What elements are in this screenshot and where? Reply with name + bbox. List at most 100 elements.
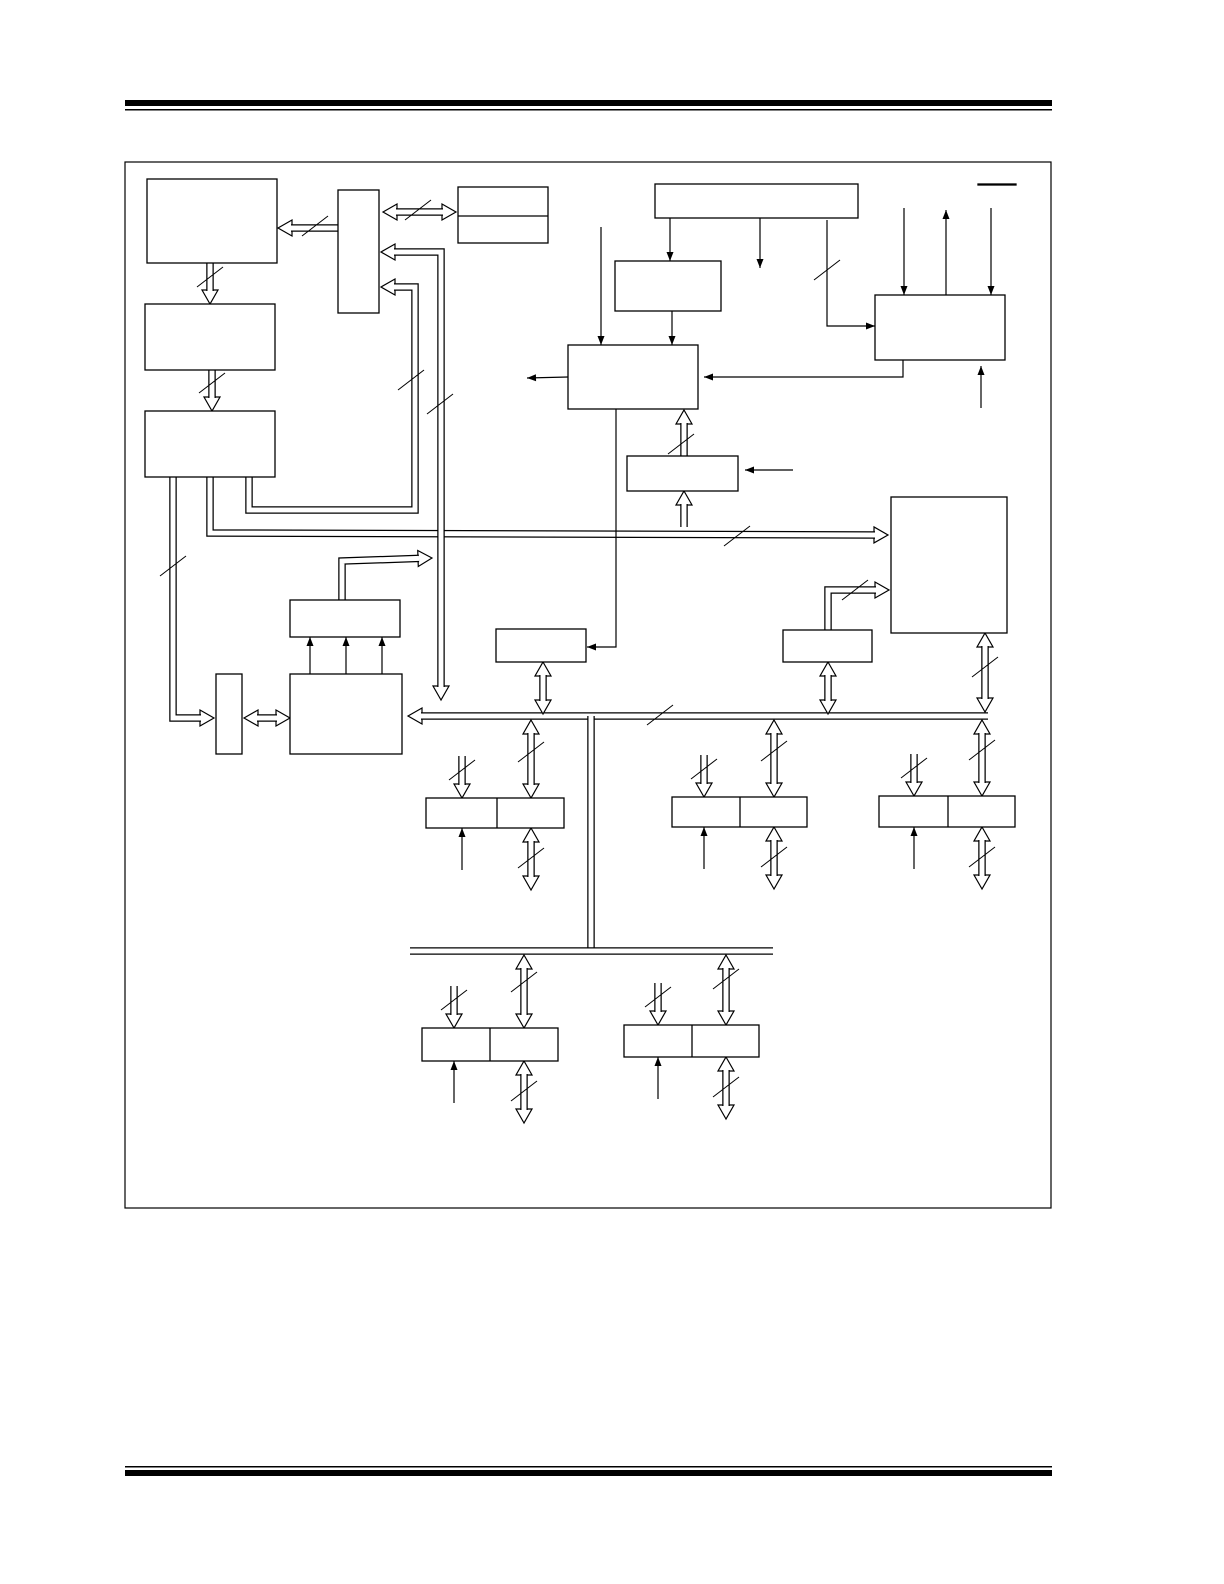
port-2-clock-signal-arrowhead: [700, 827, 708, 836]
bus-width-slash: [900, 757, 928, 779]
bus-width-slash: [841, 579, 869, 601]
bus-width-slash: [968, 846, 996, 868]
port-1-pin-bus-arrowhead: [521, 875, 541, 892]
bus-interface-b-to-peripheral: [824, 586, 876, 630]
reset-block: [626, 455, 739, 492]
bus-width-slash: [971, 656, 999, 678]
port-5-pin-bus-arrowhead: [716, 1055, 736, 1072]
bus-width-slash: [426, 393, 454, 415]
bus-decode-to-peripheral: [206, 477, 876, 539]
signal-alu-to-status-1-arrowhead: [342, 637, 350, 646]
mux-block: [337, 189, 380, 314]
bus-width-slash: [667, 433, 695, 455]
bus-decode-to-mux-arrowhead: [379, 277, 396, 297]
signal-control-out-arrowhead: [527, 374, 537, 382]
port-5-data-bus-arrowhead: [716, 953, 736, 970]
bus-decode-to-mux-inner: [246, 284, 418, 513]
port-3-data-bus-arrowhead: [972, 718, 992, 735]
bus-width-slash: [760, 740, 788, 762]
oscillator-block: [874, 294, 1006, 361]
main-data-bus-arrowhead: [406, 706, 423, 726]
bus-operand-alu-arrowhead: [275, 708, 292, 728]
bus-width-slash: [712, 1076, 740, 1098]
signal-config-to-osc: [826, 220, 875, 327]
signal-osc-in-3-arrowhead: [977, 366, 985, 375]
port-4-data-bus-arrowhead: [514, 953, 534, 970]
bus-decode-to-operand-mux: [169, 477, 201, 722]
bus-layer: [169, 202, 995, 1125]
header-thick-rule: [125, 100, 1052, 106]
bus-status-inner: [339, 555, 420, 600]
latch-block: [144, 303, 276, 371]
signal-control-to-interface: [587, 409, 617, 648]
port-5-clock-signal-arrowhead: [654, 1057, 662, 1066]
port-5-control-bus-arrowhead: [648, 1010, 668, 1027]
bus-width-slash: [712, 968, 740, 990]
bus-mux-register-arrowhead: [381, 202, 398, 222]
port-3-control-bus-arrowhead: [904, 781, 924, 798]
bus-data-to-mux-inner: [394, 249, 444, 540]
signal-into-control-arrowhead: [597, 336, 605, 345]
bus-width-slash: [644, 986, 672, 1008]
bus-interface-a-arrowhead: [533, 660, 553, 677]
signal-osc-in-1-arrowhead: [900, 286, 908, 295]
status-block: [289, 599, 401, 638]
port-3-pin-bus-arrowhead: [972, 874, 992, 891]
port-3-clock-signal-arrowhead: [910, 827, 918, 836]
signal-alu-to-status-0-arrowhead: [306, 637, 314, 646]
bus-peripheral-arrowhead: [975, 697, 995, 714]
bus-mux-register-arrowhead: [441, 202, 458, 222]
port-5-pin-bus-arrowhead: [716, 1104, 736, 1121]
port-1-pin-bus-arrowhead: [521, 826, 541, 843]
port-1-data-bus-arrowhead: [521, 783, 541, 800]
bus-data-to-mux-arrowhead: [379, 242, 396, 262]
port-3-block: [878, 795, 1016, 828]
bus-decode-to-peripheral-inner: [207, 477, 876, 538]
bus-width-marks: [159, 199, 999, 1102]
bus-width-slash: [397, 369, 425, 391]
bus-decode-to-operand-mux-inner: [170, 477, 201, 721]
signal-osc-in-2-arrowhead: [987, 286, 995, 295]
bus-peripheral-arrowhead: [975, 631, 995, 648]
bus-decode-to-peripheral-arrowhead: [873, 525, 890, 544]
bus-status: [338, 554, 420, 600]
peripheral-block: [890, 496, 1008, 634]
port-2-data-bus-arrowhead: [764, 718, 784, 735]
bus-memory-to-latch-arrowhead: [200, 289, 220, 306]
signal-osc-to-control: [704, 360, 904, 378]
bus-width-slash: [723, 525, 751, 547]
bus-mux-to-memory-arrowhead: [276, 218, 293, 238]
port-2-control-bus-arrowhead: [694, 782, 714, 799]
footer-thick-rule: [125, 1470, 1052, 1476]
bus-width-slash: [196, 266, 224, 288]
bus-width-slash: [813, 259, 841, 281]
bus-decode-to-operand-mux-arrowhead: [199, 708, 216, 728]
bus-width-slash: [440, 989, 468, 1011]
bus-into-reset-arrowhead: [674, 489, 694, 506]
bus-interface-b-to-peripheral-arrowhead: [874, 580, 891, 600]
signal-alu-to-status-2-arrowhead: [378, 637, 386, 646]
bus-data-down-arrowhead: [431, 685, 451, 702]
signal-into-reset-arrowhead: [745, 466, 754, 474]
bus-width-slash: [198, 372, 226, 394]
diagram-frame: [124, 161, 1052, 1209]
port-4-data-bus-arrowhead: [514, 1013, 534, 1030]
overline-mark: [977, 183, 1017, 186]
port-2-data-bus-arrowhead: [764, 782, 784, 799]
bus-interface-b-to-peripheral-inner: [825, 587, 876, 630]
bus-width-slash: [301, 215, 329, 237]
bus-width-slash: [968, 739, 996, 761]
bus-status-arrowhead: [417, 549, 434, 568]
port-2-pin-bus-arrowhead: [764, 825, 784, 842]
interface-block-b: [782, 629, 873, 663]
signal-control-to-interface-arrowhead: [587, 643, 596, 651]
bus-latch-to-decode-arrowhead: [202, 396, 222, 413]
bus-width-slash: [690, 758, 718, 780]
page-rules: [125, 100, 1052, 1476]
bus-width-slash: [510, 1080, 538, 1102]
block-layer: [144, 178, 1017, 1062]
port-1-control-bus-arrowhead: [452, 783, 472, 800]
bus-interface-b-arrowhead: [818, 699, 838, 716]
signal-layer: [306, 208, 995, 1103]
